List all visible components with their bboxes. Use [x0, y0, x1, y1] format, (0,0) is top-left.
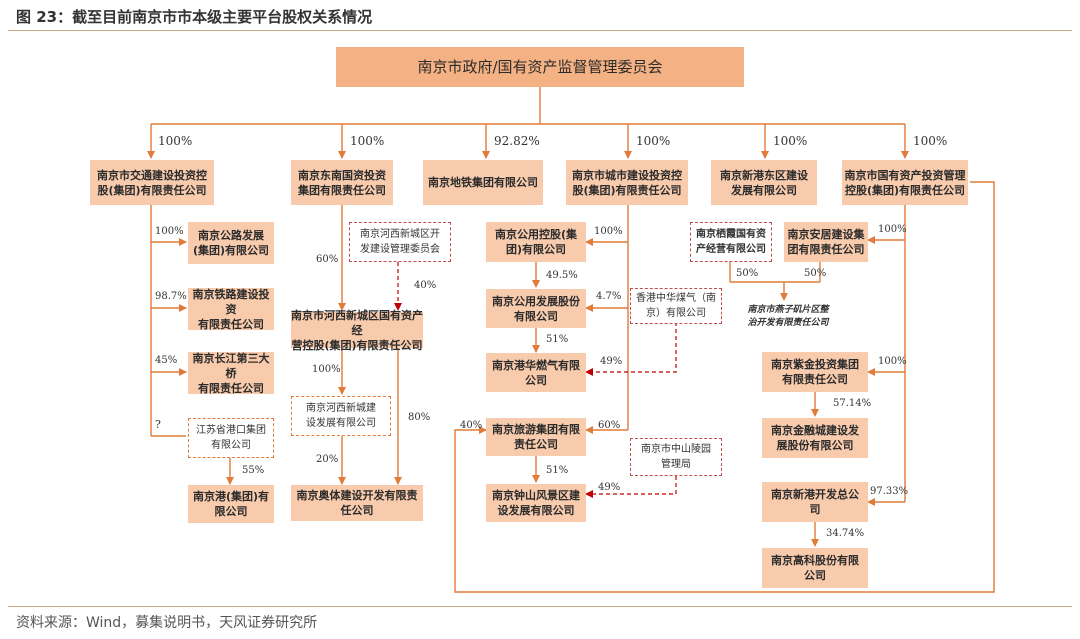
node-zhongshan-glj: 南京市中山陵园 管理局 — [630, 438, 722, 476]
node-yanzi: 南京市燕子矶片区整 治开发有限责任公司 — [747, 305, 829, 328]
node-hk-gas: 香港中华煤气（南 京）有限公司 — [630, 288, 722, 324]
node-hexi-guoyou: 南京市河西新城区国有资产经 营控股(集团)有限责任公司 — [291, 308, 423, 352]
node-chengjian: 南京市城市建设投资控 股(集团)有限责任公司 — [566, 160, 688, 205]
node-zijin: 南京紫金投资集团 有限责任公司 — [762, 352, 868, 392]
node-changjiang: 南京长江第三大桥 有限责任公司 — [188, 352, 274, 395]
node-guoyou: 南京市国有资产投资管理 控股(集团)有限责任公司 — [842, 160, 968, 205]
header-divider — [8, 30, 1072, 31]
label-gonglu: 100% — [155, 226, 184, 237]
node-njgang: 南京港(集团)有 限公司 — [188, 485, 274, 523]
label-hexi-40: 40% — [414, 280, 437, 291]
node-gonglu: 南京公路发展 (集团)有限公司 — [188, 222, 274, 264]
label-xingang-dq: 100% — [773, 134, 808, 148]
label-gongyong-fz: 49.5% — [546, 270, 578, 281]
node-lvyou: 南京旅游集团有限 责任公司 — [486, 418, 586, 456]
node-xingang-kf: 南京新港开发总公 司 — [762, 482, 868, 522]
label-gongyong: 100% — [594, 226, 623, 237]
label-gongyong-fz-2: 4.7% — [596, 291, 622, 302]
node-anju: 南京安居建设集 团有限责任公司 — [784, 222, 868, 262]
label-njgang: 55% — [242, 465, 265, 476]
node-jsgk: 江苏省港口集团 有限公司 — [188, 418, 274, 458]
label-ganghua-49: 49% — [600, 356, 623, 367]
label-hexi-60: 60% — [316, 254, 339, 265]
label-yanzi-aj: 50% — [804, 268, 827, 279]
node-tielu: 南京铁路建设投资 有限责任公司 — [188, 288, 274, 331]
label-anju: 100% — [878, 224, 907, 235]
node-ganghua: 南京港华燃气有限 公司 — [486, 353, 586, 392]
label-jsgk: ? — [155, 418, 161, 431]
figure-title: 图 23：截至目前南京市市本级主要平台股权关系情况 — [16, 8, 373, 26]
label-aoti-80: 80% — [408, 412, 431, 423]
label-zhongshan-51: 51% — [546, 465, 569, 476]
label-zhongshan-49: 49% — [598, 482, 621, 493]
label-zijin: 100% — [878, 356, 907, 367]
node-hexi-weiyuan: 南京河西新城区开 发建设管理委员会 — [349, 222, 451, 262]
node-gongyong-fz: 南京公用发展股份 有限公司 — [486, 289, 586, 328]
label-guoyou: 100% — [913, 134, 948, 148]
label-changjiang: 45% — [155, 355, 178, 366]
label-ganghua: 51% — [546, 334, 569, 345]
label-ditie: 92.82% — [494, 134, 540, 148]
node-hexi-jianshe: 南京河西新城建 设发展有限公司 — [291, 396, 391, 436]
node-gongyong: 南京公用控股(集 团)有限公司 — [486, 222, 586, 262]
label-xingang-kf: 97.33% — [870, 486, 909, 497]
label-jiaotong: 100% — [158, 134, 193, 148]
node-xingang-dq: 南京新港东区建设 发展有限公司 — [711, 160, 817, 205]
node-jinrong: 南京金融城建设发 展股份有限公司 — [762, 418, 868, 458]
label-hexi-js: 100% — [312, 364, 341, 375]
footer-divider — [8, 606, 1072, 607]
label-tielu: 98.7% — [155, 291, 187, 302]
node-zhongshan-fj: 南京钟山风景区建 设发展有限公司 — [486, 484, 586, 522]
node-qixia: 南京栖霞国有资 产经营有限公司 — [690, 222, 772, 262]
label-lvyou-60: 60% — [598, 420, 621, 431]
label-lvyou-40: 40% — [460, 420, 483, 431]
label-dongnan: 100% — [350, 134, 385, 148]
source-note: 资料来源：Wind，募集说明书，天风证券研究所 — [16, 615, 318, 631]
node-dongnan: 南京东南国资投资 集团有限责任公司 — [291, 160, 393, 205]
label-aoti-20: 20% — [316, 454, 339, 465]
label-jinrong: 57.14% — [833, 398, 872, 409]
node-jiaotong: 南京市交通建设投资控 股(集团)有限责任公司 — [90, 160, 214, 205]
label-chengjian: 100% — [636, 134, 671, 148]
node-ditie: 南京地铁集团有限公司 — [423, 160, 543, 205]
node-aoti: 南京奥体建设开发有限责 任公司 — [291, 485, 423, 521]
node-gov: 南京市政府/国有资产监督管理委员会 — [336, 47, 744, 87]
node-gaoke: 南京高科股份有限 公司 — [762, 548, 868, 588]
label-yanzi-qx: 50% — [736, 268, 759, 279]
label-gaoke: 34.74% — [826, 528, 865, 539]
